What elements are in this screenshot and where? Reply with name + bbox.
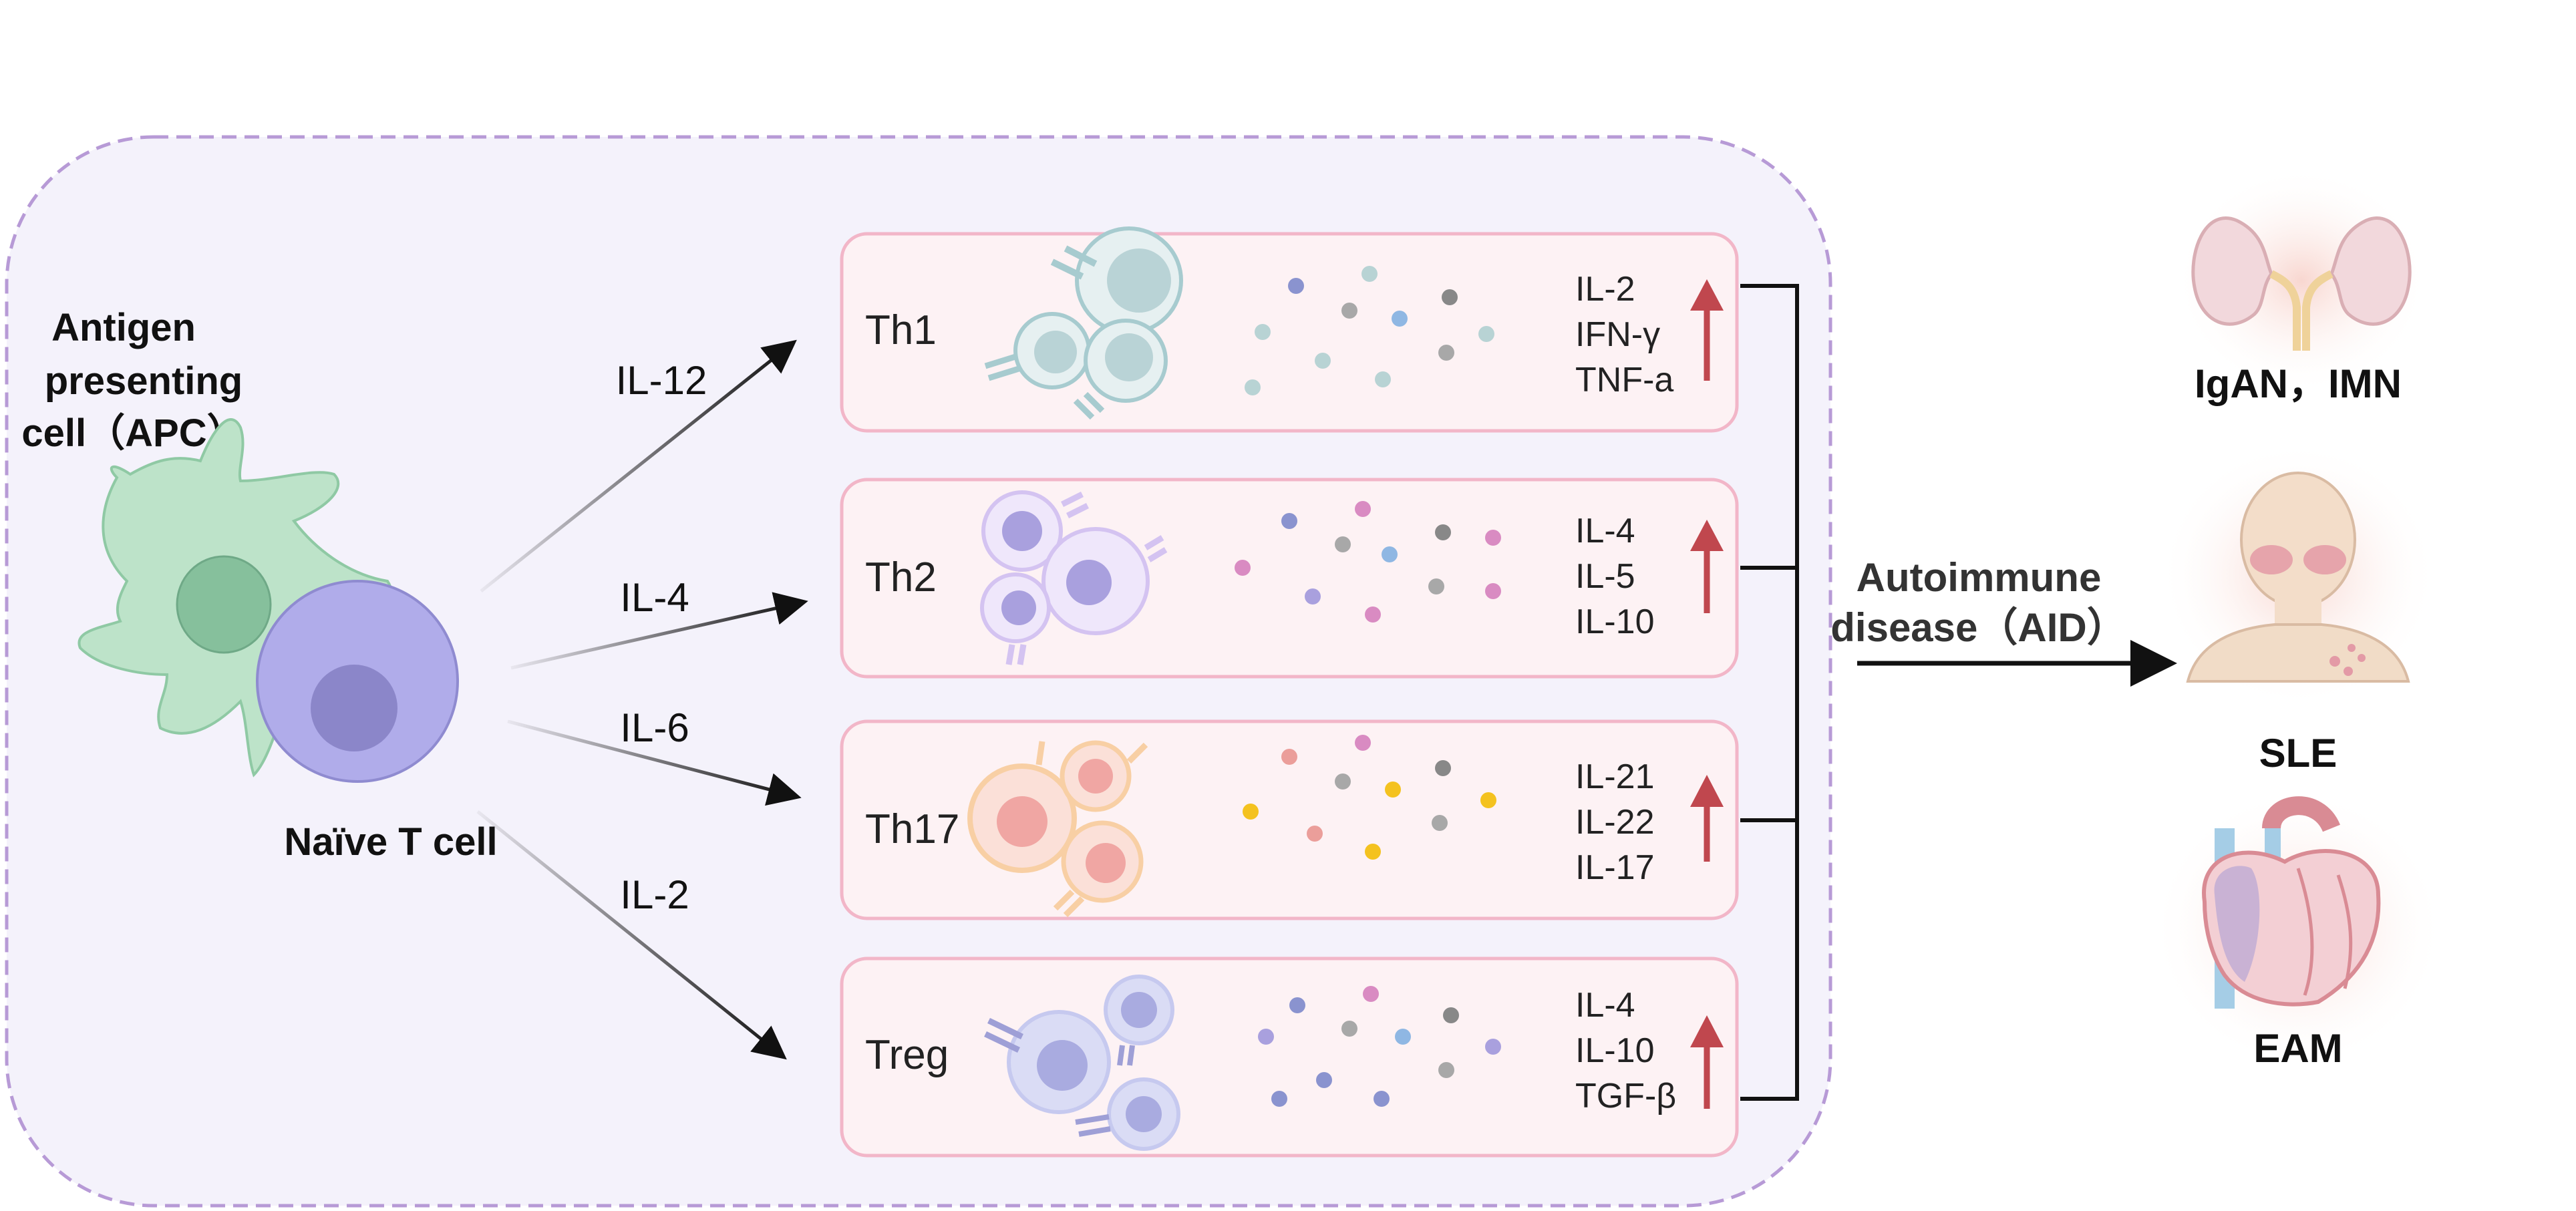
cytokine-label: IL-21	[1575, 757, 1655, 796]
subset-box-treg: Treg IL-4 I	[840, 957, 1739, 1158]
signal-label-il4: IL-4	[620, 575, 689, 620]
upregulation-arrow-icon	[1690, 775, 1724, 862]
th1-cells-icon	[984, 226, 1183, 420]
outcome-label-line1: Autoimmune	[1857, 555, 2102, 600]
subset-box-th2: Th2 IL-4 IL	[840, 478, 1739, 679]
arrow-to-th2	[510, 592, 808, 670]
kidney-icon	[2175, 167, 2428, 394]
upregulation-arrow-icon	[1690, 279, 1724, 381]
upregulation-arrow-icon	[1690, 1015, 1724, 1109]
cytokine-label: IL-10	[1575, 602, 1655, 641]
apc-cell	[77, 418, 393, 777]
butterfly-rash-patient-icon	[2158, 441, 2438, 708]
cytokine-label: IL-22	[1575, 803, 1655, 842]
cytokine-label: IFN-γ	[1575, 315, 1660, 354]
th1-cytokine-dots	[1245, 266, 1494, 395]
subset-box-th17: Th17 IL-21 IL-22 IL-17	[840, 719, 1739, 920]
differentiation-arrows	[476, 339, 808, 1060]
subset-bracket	[1740, 284, 1799, 1101]
arrow-to-th17	[507, 719, 802, 806]
arrow-to-th1	[480, 339, 797, 592]
disease-label-eam: EAM	[2253, 1026, 2342, 1071]
naive-t-cell	[256, 580, 459, 783]
cytokine-label: IL-10	[1575, 1031, 1655, 1070]
subset-name: Th17	[865, 806, 959, 852]
cytokine-label: TGF-β	[1575, 1077, 1676, 1115]
signal-label-il2: IL-2	[620, 872, 689, 917]
naive-t-label: Naïve T cell	[284, 820, 497, 864]
signal-label-il12: IL-12	[616, 358, 707, 403]
th17-cytokine-dots	[1243, 735, 1496, 860]
cytokine-label: IL-4	[1575, 512, 1635, 550]
cytokine-label: IL-4	[1575, 986, 1635, 1025]
treg-cells-icon	[984, 975, 1180, 1151]
th2-cytokine-dots	[1235, 501, 1501, 623]
subset-name: Treg	[865, 1032, 949, 1078]
upregulation-arrow-icon	[1690, 520, 1724, 613]
cytokine-label: IL-5	[1575, 557, 1635, 596]
cytokine-label: IL-17	[1575, 848, 1655, 887]
signal-label-il6: IL-6	[620, 705, 689, 750]
subset-name: Th1	[865, 307, 937, 353]
cytokine-label: IL-2	[1575, 270, 1635, 309]
subset-box-th1: Th1 IL-2 IF	[840, 226, 1739, 433]
apc-label-line1: Antigen	[51, 306, 196, 349]
treg-cytokine-dots	[1258, 986, 1501, 1107]
arrow-to-treg	[476, 810, 787, 1060]
subset-name: Th2	[865, 554, 937, 600]
disease-label-igan: IgAN，IMN	[2195, 361, 2402, 406]
th17-cells-icon	[967, 740, 1148, 918]
outcome-label-line2: disease（AID）	[1830, 605, 2127, 650]
apc-label-line2: presenting	[45, 359, 243, 403]
disease-label-sle: SLE	[2259, 731, 2338, 775]
cytokine-label: TNF-a	[1575, 361, 1673, 399]
heart-icon	[2151, 788, 2445, 1069]
th2-cells-icon	[980, 490, 1168, 665]
